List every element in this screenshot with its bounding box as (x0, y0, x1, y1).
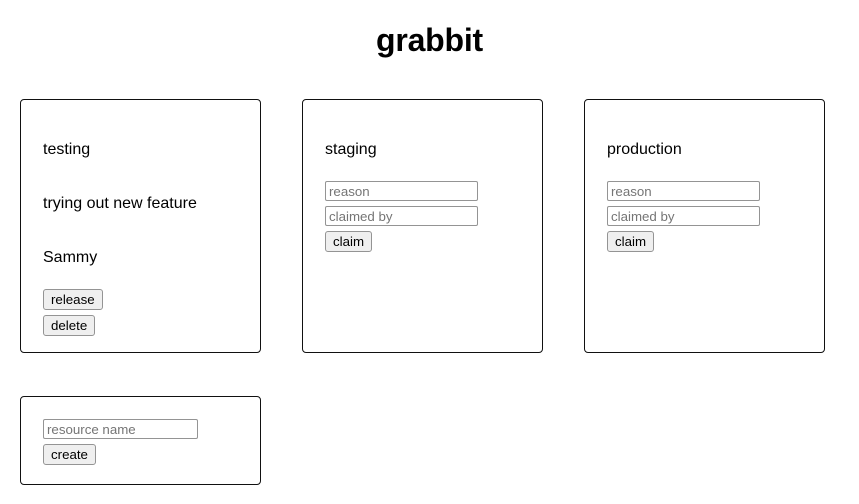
resource-actions-testing: release delete (43, 289, 238, 336)
resource-name-input[interactable] (43, 419, 198, 439)
resource-card-production: production claim (584, 99, 825, 353)
page-title: grabbit (375, 22, 484, 58)
create-resource-form: create (43, 397, 238, 465)
create-button[interactable]: create (43, 444, 96, 465)
resource-name-production: production (607, 141, 682, 158)
resource-reason-testing: trying out new feature (43, 195, 197, 212)
create-resource-card: create (20, 396, 261, 485)
claim-form-staging: claim (325, 181, 520, 252)
resource-card-testing: testing trying out new feature Sammy rel… (20, 99, 261, 353)
resource-claimed-by-testing: Sammy (43, 249, 98, 266)
claimed-by-input-staging[interactable] (325, 206, 478, 226)
claim-form-production: claim (607, 181, 802, 252)
claimed-by-input-production[interactable] (607, 206, 760, 226)
resource-card-list: testing trying out new feature Sammy rel… (20, 99, 825, 353)
delete-button[interactable]: delete (43, 315, 96, 336)
claim-button-production[interactable]: claim (607, 231, 655, 252)
claim-button-staging[interactable]: claim (325, 231, 373, 252)
release-button[interactable]: release (43, 289, 103, 310)
reason-input-staging[interactable] (325, 181, 478, 201)
reason-input-production[interactable] (607, 181, 760, 201)
resource-card-staging: staging claim (302, 99, 543, 353)
resource-name-testing: testing (43, 141, 91, 158)
resource-name-staging: staging (325, 141, 377, 158)
